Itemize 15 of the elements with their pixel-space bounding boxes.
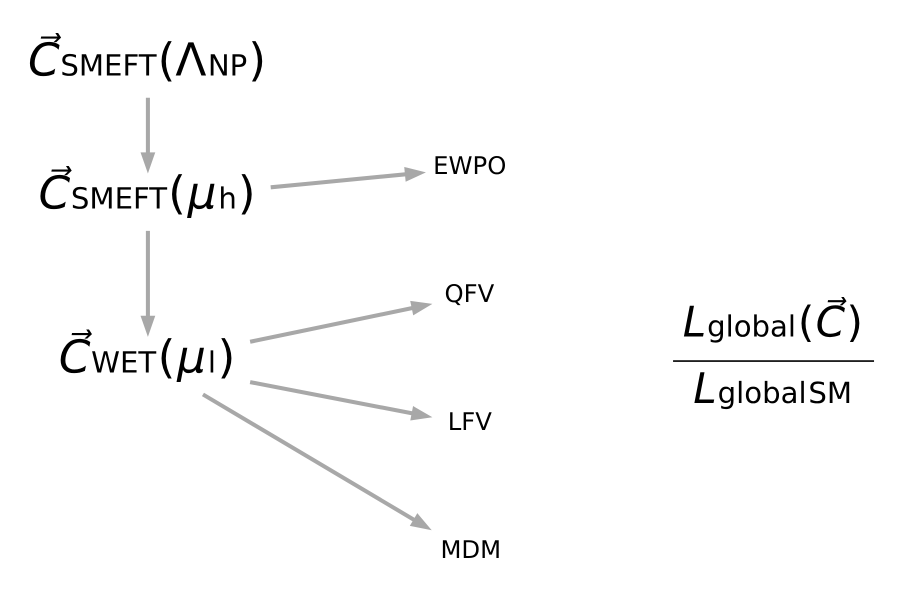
- node-text: MDM: [440, 534, 502, 564]
- label: LglobalSM: [693, 363, 852, 412]
- node-text: C⃗SMEFT(μh): [38, 166, 256, 220]
- node-text: LFV: [448, 406, 492, 436]
- label: Lglobal(C⃗): [682, 296, 863, 346]
- node-text: EWPO: [433, 150, 506, 180]
- node-text: C⃗WET(μl): [58, 330, 236, 383]
- arrow: [250, 380, 432, 420]
- node-text: C⃗SMEFT(ΛNP): [28, 33, 266, 86]
- node-text: QFV: [444, 278, 494, 308]
- arrow: [202, 392, 432, 530]
- arrow: [250, 300, 432, 344]
- arrow: [140, 97, 156, 173]
- arrow: [140, 230, 156, 336]
- arrow: [270, 166, 426, 189]
